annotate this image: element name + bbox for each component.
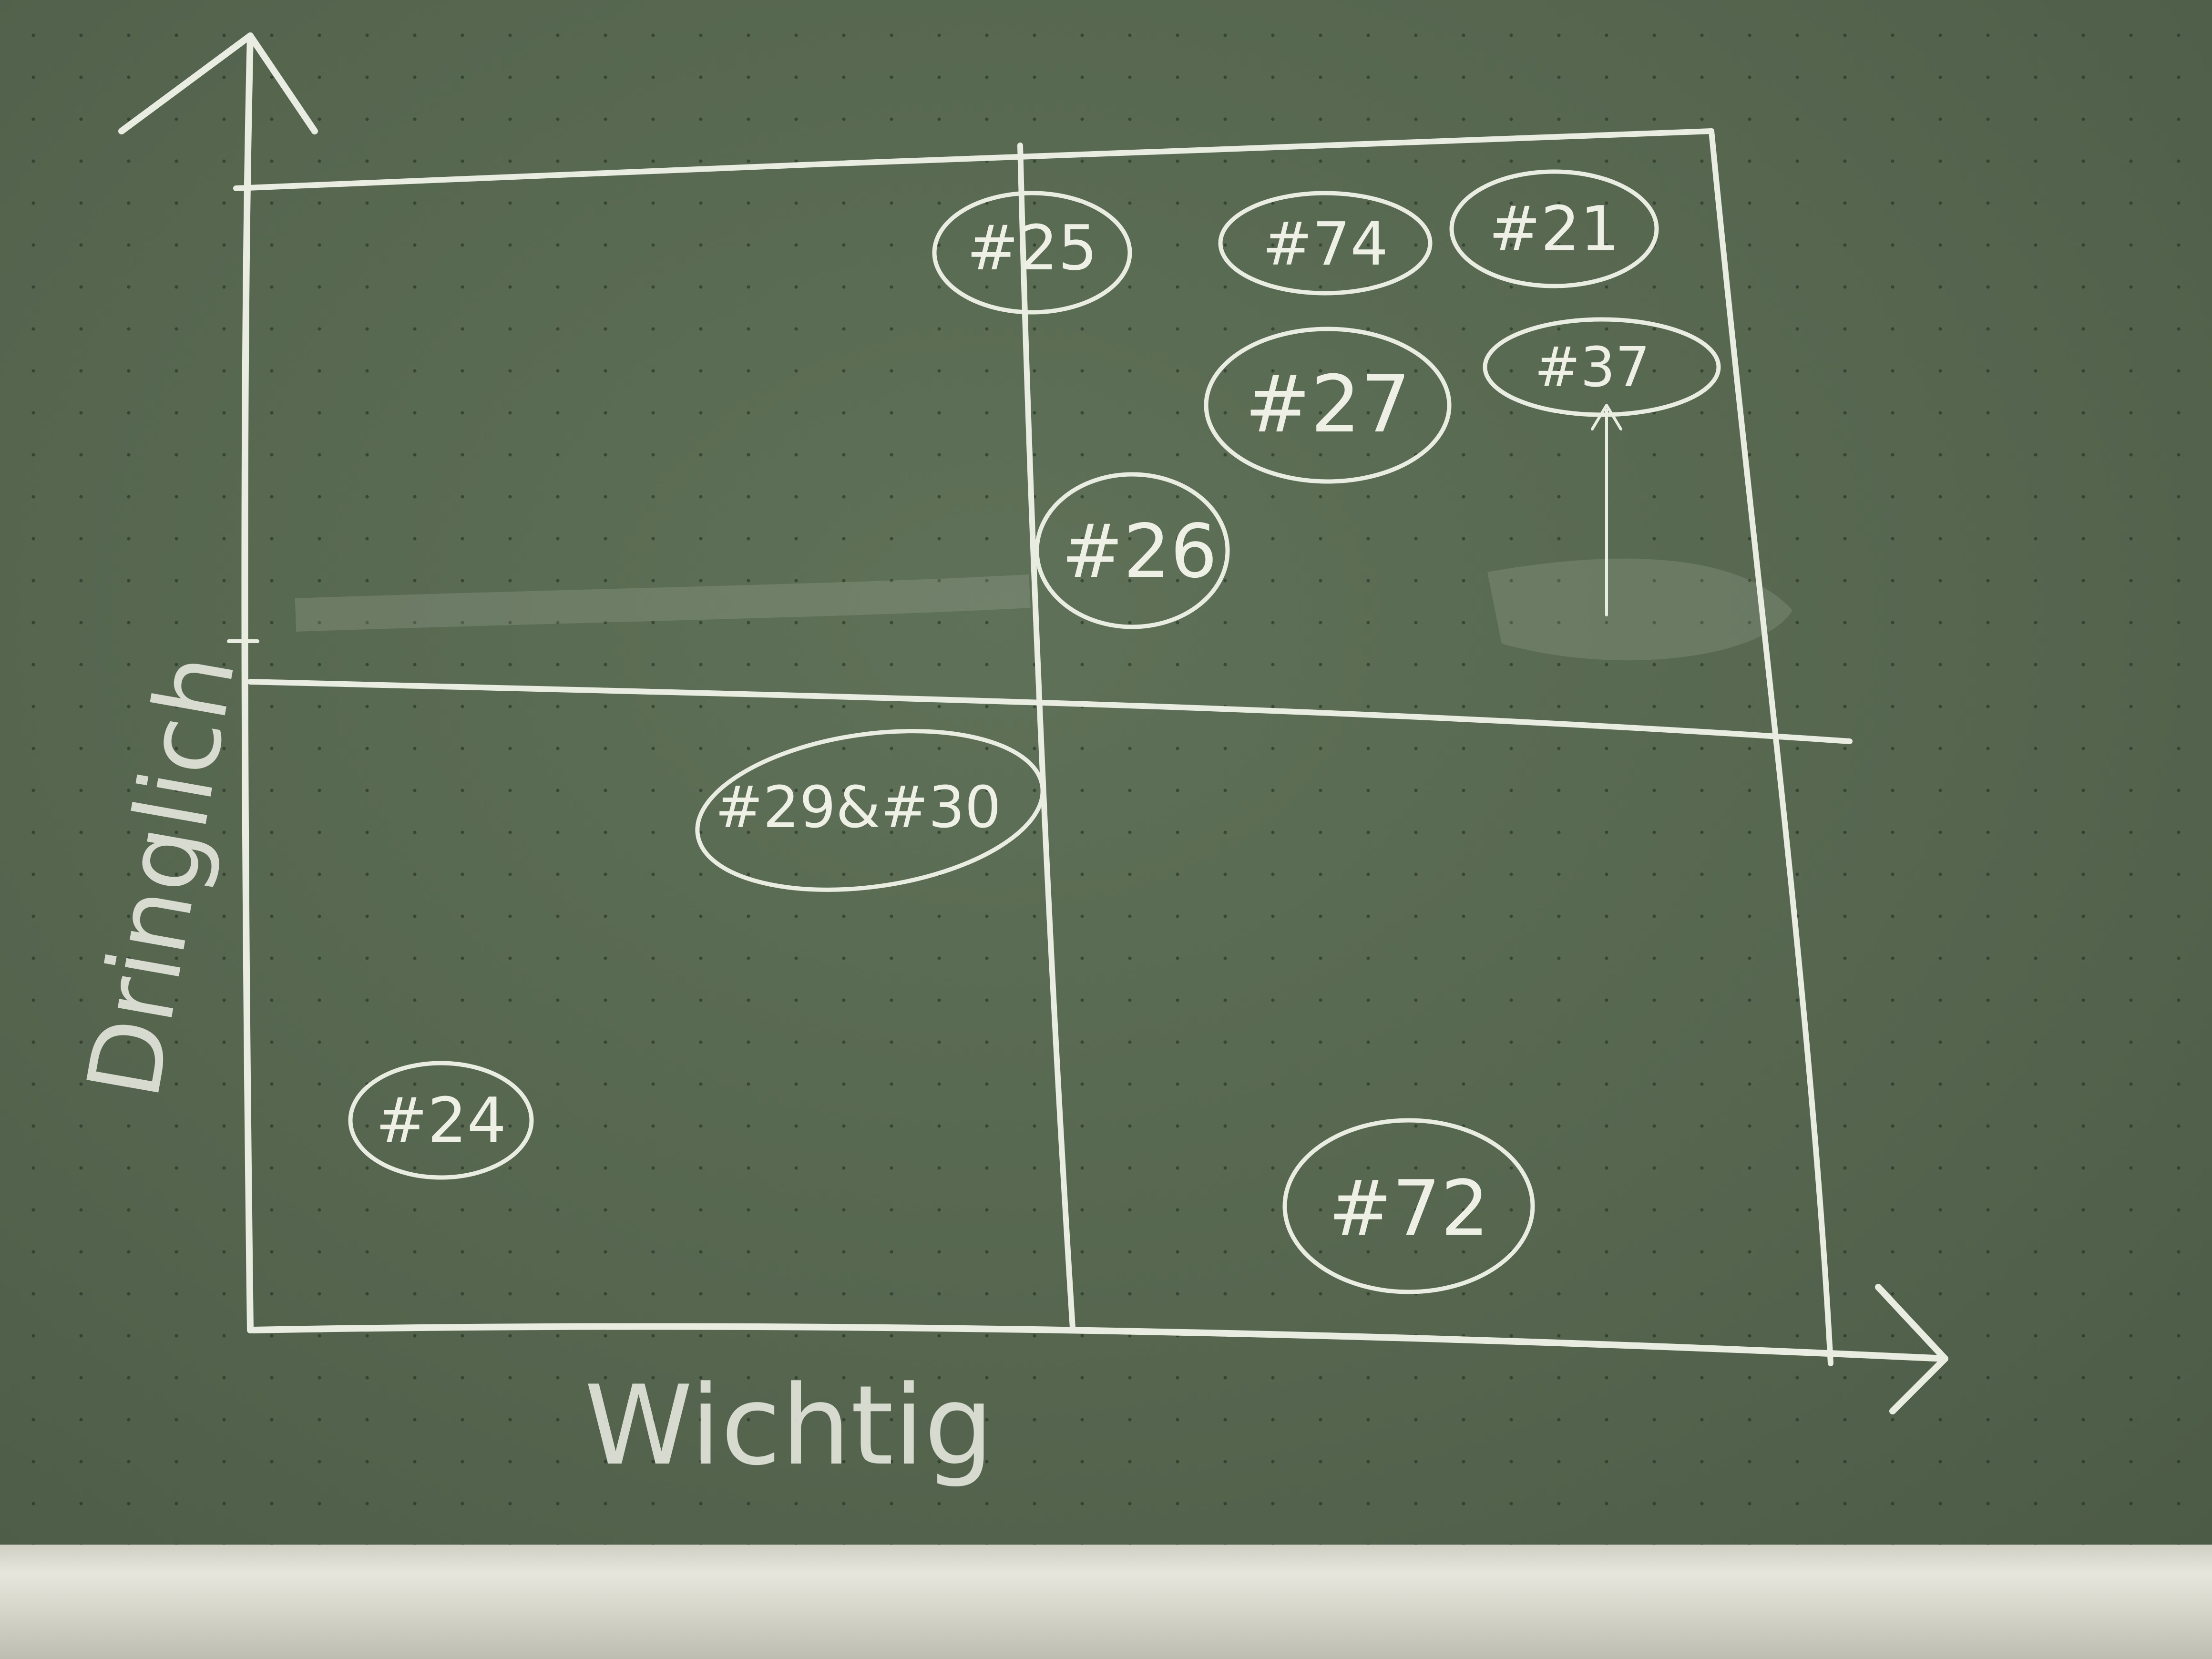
y-axis-label: Dringlich bbox=[65, 645, 258, 1106]
item-29-30-label: #29&#30 bbox=[715, 775, 1001, 841]
x-axis-label: Wichtig bbox=[584, 1362, 994, 1490]
item-37-label: #37 bbox=[1535, 336, 1650, 399]
item-27: #27 bbox=[1204, 327, 1452, 484]
item-72-label: #72 bbox=[1328, 1164, 1489, 1253]
eraser-smudge bbox=[295, 574, 1031, 632]
eraser-smudge bbox=[1487, 558, 1792, 661]
item-29-30: #29&#30 bbox=[695, 729, 1045, 892]
y-axis bbox=[118, 32, 318, 1333]
item-21: #21 bbox=[1449, 169, 1659, 288]
quadrant-grid bbox=[227, 128, 1853, 1366]
chalk-tray bbox=[0, 1545, 2212, 1659]
item-37: #37 bbox=[1483, 317, 1721, 417]
item-24-label: #24 bbox=[376, 1084, 506, 1157]
item-74: #74 bbox=[1218, 191, 1433, 296]
item-25-label: #25 bbox=[967, 212, 1097, 284]
item-74-label: #74 bbox=[1262, 210, 1388, 279]
item-26-label: #26 bbox=[1061, 508, 1217, 594]
board-dot-grid bbox=[0, 0, 2212, 1545]
item-27-label: #27 bbox=[1245, 358, 1411, 450]
item-24: #24 bbox=[348, 1061, 534, 1180]
x-axis bbox=[249, 1284, 1948, 1414]
item-25: #25 bbox=[932, 191, 1132, 315]
item-21-label: #21 bbox=[1489, 193, 1619, 265]
item-26: #26 bbox=[1034, 472, 1230, 629]
item-72: #72 bbox=[1282, 1118, 1535, 1294]
